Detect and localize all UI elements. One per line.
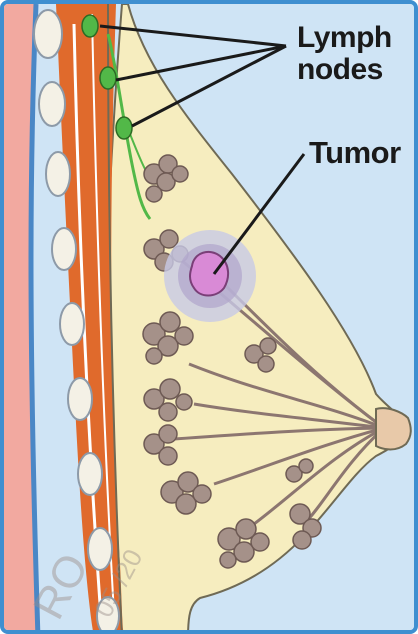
- tumor-label: Tumor: [309, 137, 401, 169]
- lymph-label-line2: nodes: [297, 54, 392, 86]
- lymph-label-line1: Lymph: [297, 22, 392, 54]
- tumor: [190, 252, 228, 296]
- rib-8: [88, 528, 112, 570]
- lymph-node-1: [82, 15, 98, 37]
- lymph-node-2: [100, 67, 116, 89]
- rib-6: [68, 378, 92, 420]
- lymph-nodes-label: Lymph nodes: [297, 22, 392, 86]
- lymph-node-3: [116, 117, 132, 139]
- rib-4: [52, 228, 76, 270]
- rib-5: [60, 303, 84, 345]
- rib-3: [46, 152, 70, 196]
- breast-anatomy-diagram: [4, 4, 418, 634]
- rib-1: [34, 10, 62, 58]
- rib-7: [78, 453, 102, 495]
- rib-2: [39, 82, 65, 126]
